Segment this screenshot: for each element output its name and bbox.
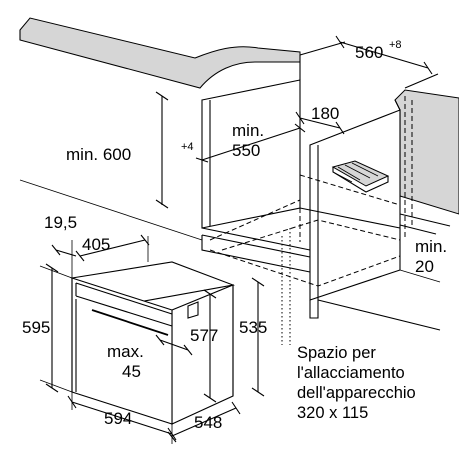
dim-oven-width: 594 bbox=[104, 409, 132, 428]
dim-niche-height-tolerance: +4 bbox=[181, 141, 194, 153]
connection-note-line-3: dell'apparecchio bbox=[297, 384, 416, 402]
dim-side-clearance-value: 20 bbox=[415, 257, 434, 276]
dim-side-clearance-label: min. bbox=[415, 237, 447, 256]
dim-oven-height: 595 bbox=[22, 318, 50, 337]
oven bbox=[69, 261, 236, 425]
dim-worktop-depth-tolerance: +8 bbox=[389, 39, 402, 51]
dim-handle-label: max. bbox=[107, 342, 144, 361]
connection-note-line-1: Spazio per bbox=[297, 344, 376, 362]
dim-gap: 180 bbox=[311, 104, 339, 123]
dim-niche-height: min. 600 bbox=[66, 145, 131, 164]
cabinet-carcass bbox=[19, 55, 441, 331]
dim-front-height: 577 bbox=[190, 326, 218, 345]
dim-top-depth: 405 bbox=[82, 235, 110, 254]
dim-worktop-depth: 560 bbox=[355, 43, 383, 62]
connection-note-line-4: 320 x 115 bbox=[297, 404, 368, 422]
dim-handle-value: 45 bbox=[122, 362, 141, 381]
dimension-lines bbox=[39, 35, 451, 444]
dim-niche-depth-label: min. bbox=[232, 121, 264, 140]
worktop-left bbox=[19, 17, 301, 89]
dim-panel-thickness: 19,5 bbox=[44, 213, 77, 232]
dim-inner-height: 535 bbox=[239, 318, 267, 337]
dim-oven-depth: 548 bbox=[194, 413, 222, 432]
dim-niche-depth-value: 550 bbox=[232, 141, 260, 160]
connection-note-line-2: l'allacciamento bbox=[297, 364, 405, 382]
